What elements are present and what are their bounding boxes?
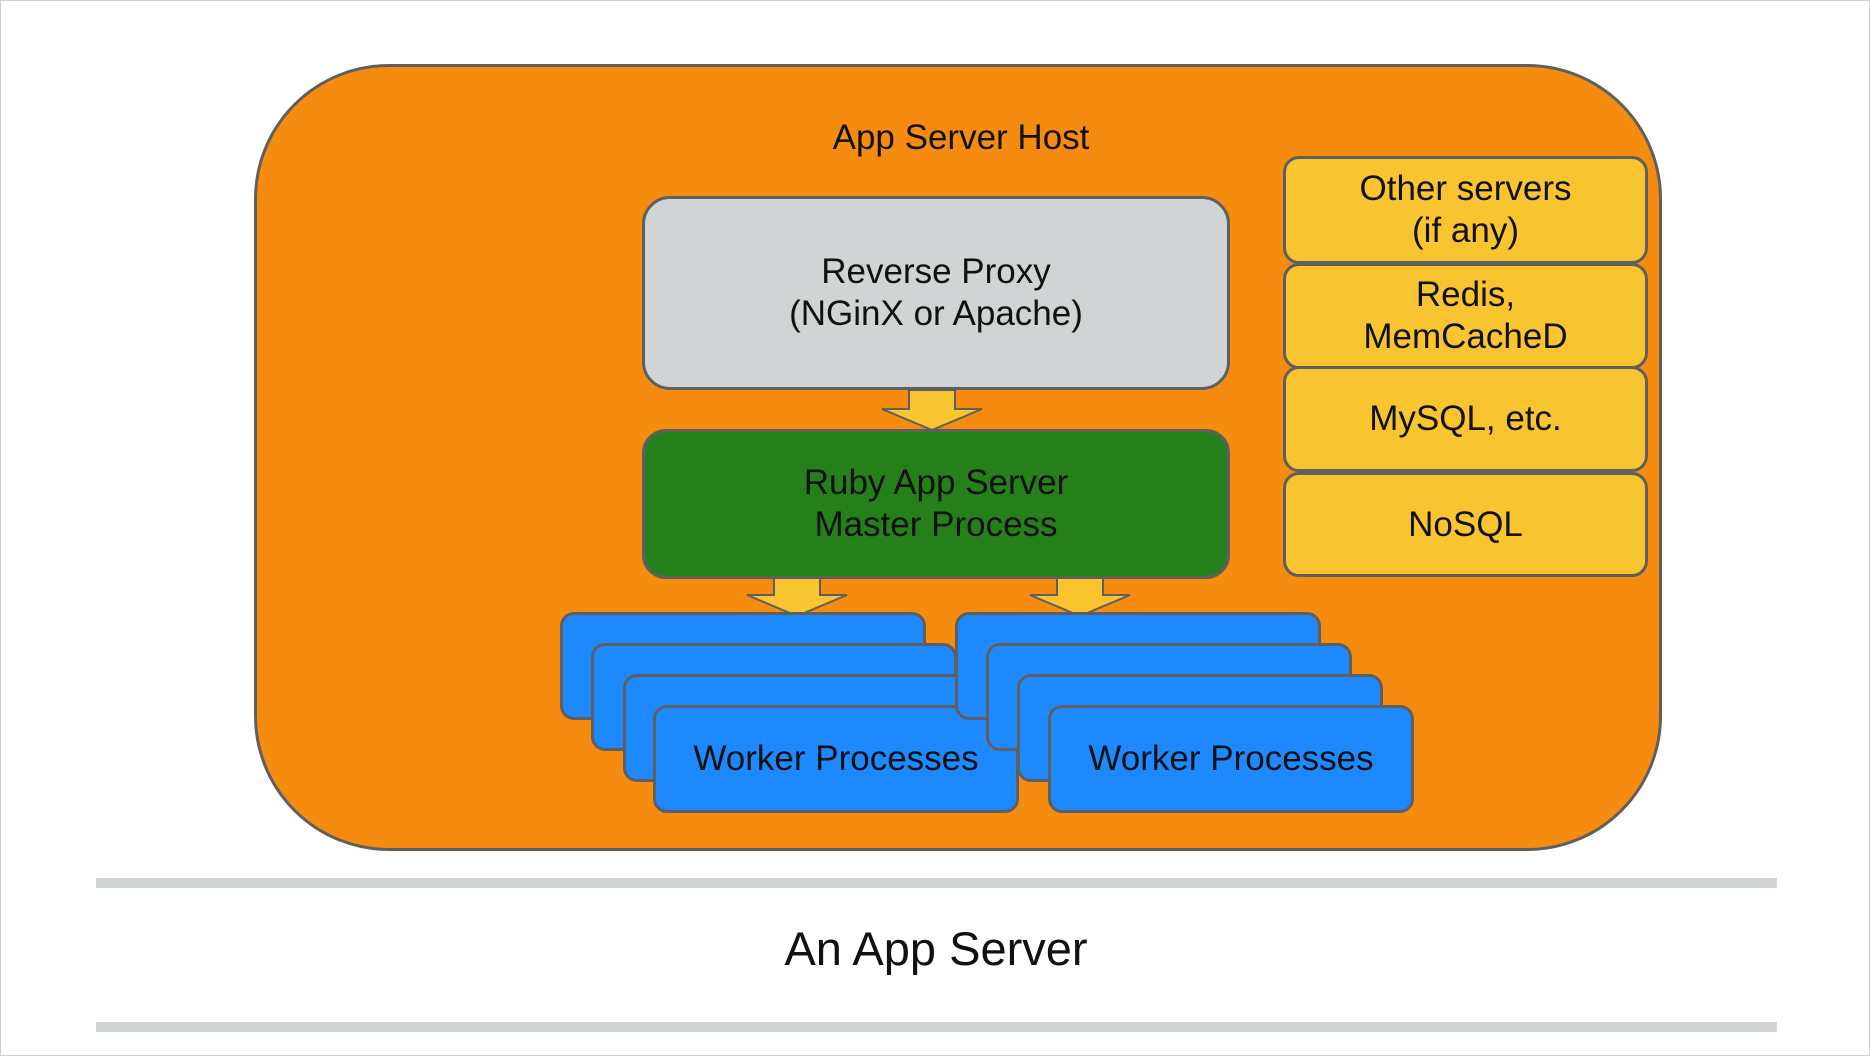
divider-bottom [96, 1022, 1777, 1032]
master-to-workers-right-arrow [1029, 577, 1131, 617]
reverse-proxy-label: Reverse Proxy [821, 252, 1051, 291]
other-servers-box: Other servers (if any) [1283, 156, 1648, 264]
mysql-box: MySQL, etc. [1283, 366, 1648, 472]
master-process-label: Ruby App Server [803, 463, 1069, 502]
redis-label: Redis, [1415, 275, 1516, 314]
memcached-label: MemCacheD [1363, 317, 1568, 356]
nosql-box: NoSQL [1283, 472, 1648, 577]
reverse-proxy-sublabel: (NGinX or Apache) [789, 294, 1083, 333]
worker-processes-box-right: Worker Processes [1048, 705, 1414, 813]
worker-processes-label: Worker Processes [693, 739, 979, 778]
master-process-box: Ruby App Server Master Process [642, 429, 1230, 579]
divider-top [96, 878, 1777, 888]
reverse-proxy-box: Reverse Proxy (NGinX or Apache) [642, 196, 1230, 390]
nosql-label: NoSQL [1408, 504, 1523, 544]
proxy-to-master-arrow [881, 389, 983, 431]
host-title: App Server Host [832, 118, 1090, 157]
other-servers-sublabel: (if any) [1412, 211, 1519, 250]
diagram-caption: An App Server [784, 922, 1088, 975]
redis-memcached-box: Redis, MemCacheD [1283, 263, 1648, 369]
other-servers-label: Other servers [1359, 169, 1572, 208]
master-to-workers-left-arrow [746, 577, 848, 617]
master-process-sublabel: Master Process [814, 505, 1058, 544]
worker-processes-label: Worker Processes [1088, 739, 1374, 778]
mysql-label: MySQL, etc. [1369, 399, 1562, 438]
worker-processes-box-left: Worker Processes [653, 705, 1019, 813]
